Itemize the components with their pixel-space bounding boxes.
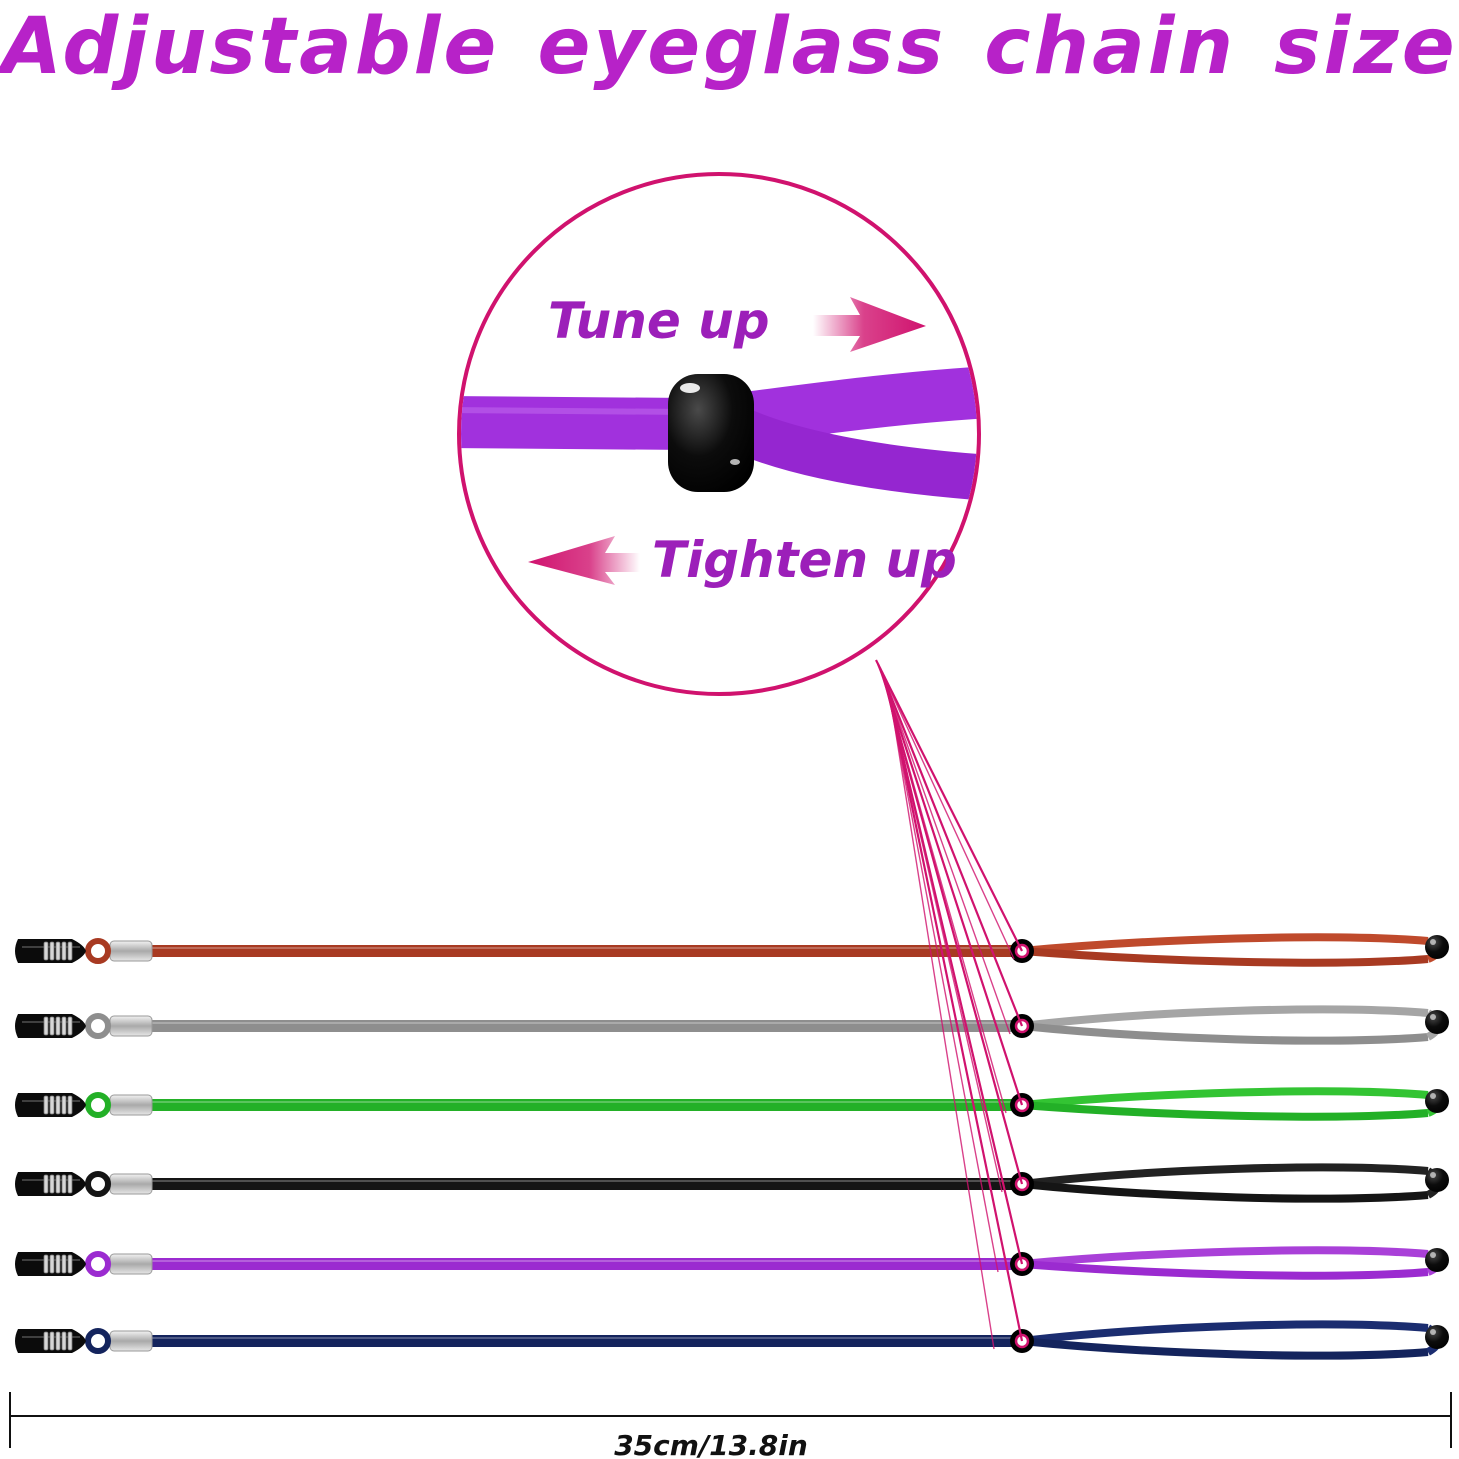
chain-item bbox=[15, 1005, 1449, 1045]
chain-loop-bottom bbox=[1021, 1180, 1429, 1203]
metal-end-cap bbox=[109, 1094, 153, 1116]
zoom-detail: Tune up Tighten up bbox=[457, 172, 981, 696]
chain-loop-top bbox=[1021, 1320, 1429, 1345]
chain-loop-bottom bbox=[1021, 1337, 1429, 1360]
tune-up-label: Tune up bbox=[548, 292, 770, 350]
chain-loop-bottom bbox=[1021, 947, 1429, 967]
leader-line bbox=[878, 667, 1024, 1106]
metal-end-cap bbox=[109, 1173, 153, 1195]
chain-item bbox=[15, 1087, 1449, 1121]
end-bead-icon bbox=[1425, 1168, 1449, 1192]
measurement-label: 35cm/13.8in bbox=[614, 1429, 808, 1459]
measurement-bar: 35cm/13.8in bbox=[9, 1392, 1452, 1459]
leader-line bbox=[884, 679, 1024, 1342]
chain-loop-bottom bbox=[1021, 1022, 1429, 1045]
end-bead-icon bbox=[1425, 1248, 1449, 1272]
chain-item bbox=[15, 1163, 1449, 1203]
metal-end-cap bbox=[109, 940, 153, 962]
chain-loop-top bbox=[1021, 1005, 1429, 1030]
chain-item bbox=[15, 933, 1449, 967]
zoom-bead-icon bbox=[668, 374, 754, 492]
metal-end-cap bbox=[109, 1330, 153, 1352]
tighten-up-label: Tighten up bbox=[652, 531, 957, 589]
metal-end-cap bbox=[109, 1015, 153, 1037]
end-bead-icon bbox=[1425, 1089, 1449, 1113]
page-title: Adjustable eyeglass chain size bbox=[1, 2, 1458, 92]
chain-loop-bottom bbox=[1021, 1101, 1429, 1121]
arrow-left-icon bbox=[528, 536, 640, 585]
chain-loop-bottom bbox=[1021, 1260, 1429, 1280]
chain-item bbox=[15, 1320, 1449, 1360]
leader-line bbox=[882, 675, 1024, 1265]
leader-line bbox=[880, 671, 1024, 1185]
leader-line bbox=[875, 659, 1023, 952]
leader-lines bbox=[875, 659, 1024, 1350]
end-bead-icon bbox=[1425, 935, 1449, 959]
metal-end-cap bbox=[109, 1253, 153, 1275]
chain-loop-top bbox=[1021, 1246, 1429, 1268]
chain-loop-top bbox=[1021, 933, 1429, 955]
chain-loop-top bbox=[1021, 1087, 1429, 1109]
end-bead-icon bbox=[1425, 1325, 1449, 1349]
chain-list bbox=[15, 933, 1449, 1360]
chain-item bbox=[15, 1246, 1449, 1280]
chain-loop-top bbox=[1021, 1163, 1429, 1188]
arrow-right-icon bbox=[813, 297, 926, 352]
leader-line bbox=[876, 663, 1024, 1027]
end-bead-icon bbox=[1425, 1010, 1449, 1034]
